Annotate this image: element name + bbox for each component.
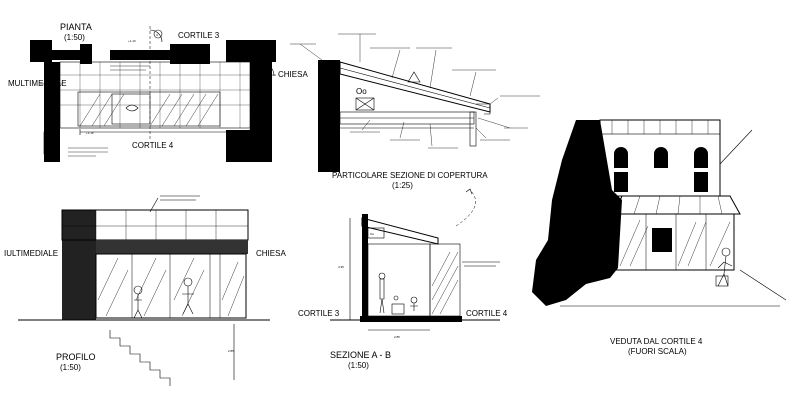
roof-vent-symbol	[355, 97, 375, 111]
view-dark-doorway	[652, 228, 672, 252]
plan-wall-block	[226, 40, 276, 62]
plan-wall-block	[110, 50, 170, 60]
profile-title: PROFILO	[56, 352, 96, 362]
plan-door-arc	[259, 61, 275, 77]
perspective-view: VEDUTA DAL CORTILE 4 (FUORI SCALA)	[532, 119, 787, 356]
plan-label-cortile3: CORTILE 3	[178, 31, 220, 40]
plan-section-marker: A	[156, 33, 158, 37]
section-scale: (1:50)	[348, 361, 369, 370]
plan-room-outline	[59, 61, 251, 129]
plan-wall-block	[30, 40, 52, 62]
plan-table	[111, 93, 151, 125]
profile-scale: (1:50)	[60, 363, 81, 372]
plan-label-chiesa: CHIESA	[278, 70, 308, 79]
profile-dimension: 2.85	[228, 349, 234, 353]
roof-joint-mark	[407, 71, 421, 83]
section-label-right: CORTILE 4	[466, 309, 508, 318]
plan-label-multimediale: MULTIMEDIALE	[8, 79, 67, 88]
plan-detail-box	[231, 131, 247, 155]
section-dim-width: 2.85	[394, 335, 400, 339]
section-interior	[367, 243, 431, 317]
profile-label-left: IULTIMEDIALE	[4, 249, 58, 258]
view-cornice-details	[611, 120, 709, 134]
section-person-figures	[378, 272, 418, 315]
view-shadow-mass	[532, 120, 622, 306]
roof-gutter	[476, 103, 491, 115]
plan-plant-symbol	[125, 104, 139, 112]
roof-detail-title: PARTICOLARE SEZIONE DI COPERTURA	[332, 171, 488, 180]
view-canopy	[613, 195, 741, 215]
plan-wall-block	[52, 50, 80, 60]
plan-detail-box	[43, 131, 59, 155]
plan-wall-block	[170, 44, 210, 64]
connector-arrowhead	[465, 188, 473, 195]
plan-level-b: +1.10	[86, 131, 94, 135]
plan-glass-hatch	[79, 93, 219, 127]
roof-slope-inner	[339, 67, 491, 109]
section-dim-height: 4.35	[338, 265, 344, 269]
profile-roof-mullions	[62, 210, 248, 240]
plan-wall-block	[80, 44, 92, 64]
view-leader	[719, 129, 753, 165]
profile-glass-wall	[95, 253, 247, 319]
view-leader	[579, 195, 601, 221]
plan-section-marker-circle	[153, 29, 163, 39]
plan-level-a: +1.10	[128, 39, 136, 43]
section-note-box	[367, 227, 385, 239]
profile-stairs	[109, 330, 171, 386]
roof-detail-view: Oo PAR	[290, 33, 540, 227]
roof-wall-section	[318, 60, 340, 172]
section-glass	[429, 243, 461, 317]
profile-glass-frames	[131, 254, 221, 318]
profile-view: 2.85 IULTIMEDIALE CHIESA PROFILO (1:50)	[4, 195, 286, 386]
section-title: SEZIONE A - B	[330, 350, 391, 360]
plan-glass-front	[77, 91, 221, 127]
profile-glass-hatch	[97, 257, 245, 317]
view-canopy-lines	[633, 195, 723, 215]
plan-wall-right	[250, 62, 272, 162]
section-note-label: Oo	[370, 232, 374, 236]
plan-annotation-text-marks	[68, 65, 150, 157]
view-glass-pavilion	[615, 213, 735, 271]
profile-leader	[149, 197, 159, 213]
view-walking-figure	[715, 247, 733, 287]
plan-scale: (1:50)	[64, 33, 85, 42]
connector-arc	[455, 189, 476, 227]
plan-wall-right-lower	[226, 130, 250, 162]
section-label-left: CORTILE 3	[298, 309, 340, 318]
plan-title: PIANTA	[60, 22, 92, 32]
plan-label-cortile4: CORTILE 4	[132, 141, 174, 150]
profile-person-figures	[133, 277, 194, 319]
section-floor-slab	[360, 316, 462, 322]
view-glass-mullions	[645, 214, 707, 270]
roof-post	[469, 111, 477, 147]
profile-label-right: CHIESA	[256, 249, 286, 258]
section-view: Oo 4.35 2.85 CORTILE 3 CORTILE 4 SEZIONE…	[298, 214, 508, 370]
plan-view: A PIANTA (1:50) CORTILE 3 CORTILE 4 MULT…	[8, 22, 308, 162]
profile-beam	[96, 240, 248, 254]
view-scale: (FUORI SCALA)	[628, 347, 687, 356]
section-left-wall	[362, 214, 368, 320]
section-glass-hatch	[431, 251, 459, 315]
plan-wall-left-lower	[44, 128, 58, 162]
roof-annotation-leaders	[290, 33, 540, 149]
roof-note-label: Oo	[356, 87, 367, 96]
roof-vent-cross	[355, 97, 375, 111]
view-windows	[614, 147, 708, 192]
view-leader	[739, 269, 787, 301]
view-glass-hatch	[619, 219, 731, 267]
view-title: VEDUTA DAL CORTILE 4	[610, 337, 703, 346]
section-roof	[361, 217, 439, 245]
profile-left-wall	[62, 210, 96, 320]
plan-door-arc	[149, 29, 163, 43]
roof-detail-scale: (1:25)	[392, 181, 413, 190]
